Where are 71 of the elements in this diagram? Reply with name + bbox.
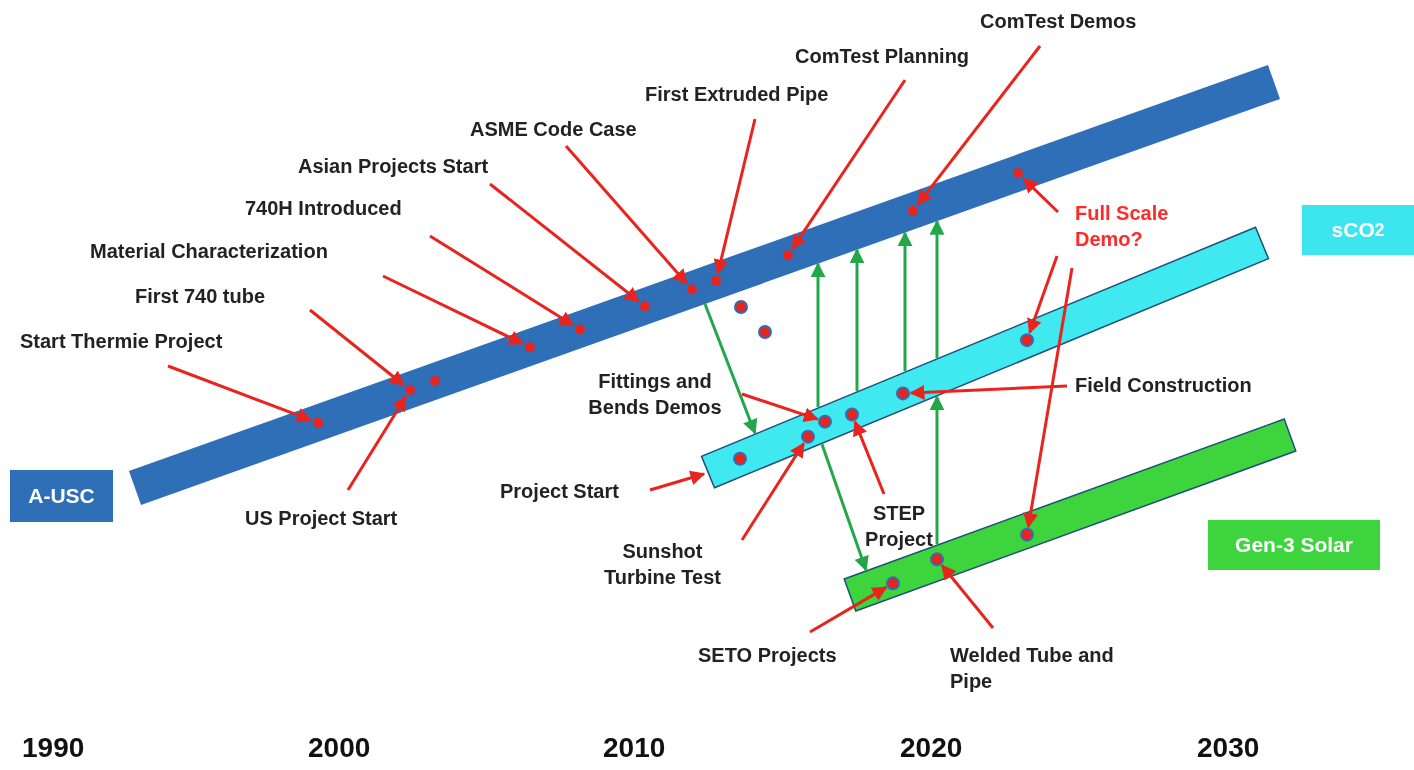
milestone-label: Sunshot Turbine Test	[590, 538, 735, 590]
milestone-dot	[733, 451, 747, 466]
arrow	[820, 443, 869, 572]
leader-line	[489, 182, 640, 303]
milestone-dot	[428, 374, 442, 389]
leader-line	[791, 79, 907, 250]
milestone-label: First Extruded Pipe	[645, 81, 829, 107]
milestone-label: ComTest Demos	[980, 8, 1137, 34]
year-label: 1990	[22, 732, 85, 764]
milestone-label: 740H Introduced	[245, 195, 402, 221]
milestone-dot	[896, 386, 910, 401]
milestone-dot	[801, 429, 815, 444]
milestone-dot	[1011, 166, 1025, 181]
leader-line	[809, 586, 888, 634]
year-label: 2020	[900, 732, 963, 764]
leader-line	[909, 384, 1068, 400]
year-label: 2030	[1197, 732, 1260, 764]
milestone-dot	[685, 282, 699, 297]
leader-line	[167, 364, 312, 423]
milestone-dot	[818, 414, 832, 429]
series-label: Gen-3 Solar	[1208, 520, 1380, 570]
leader-line	[346, 395, 408, 491]
leader-line	[713, 118, 757, 275]
leader-line	[1023, 267, 1074, 529]
leader-line	[916, 45, 1042, 206]
series-label: A-USC	[10, 470, 113, 522]
arrow	[810, 262, 826, 408]
milestone-label: ASME Code Case	[470, 116, 637, 142]
milestone-label: First 740 tube	[135, 283, 266, 309]
milestone-dot	[886, 576, 900, 591]
year-label: 2010	[603, 732, 666, 764]
milestone-label: STEP Project	[864, 500, 934, 552]
milestone-dot	[845, 407, 859, 422]
milestone-label: US Project Start	[245, 505, 398, 531]
arrow	[703, 303, 758, 435]
milestone-dot	[638, 299, 652, 314]
milestone-label: Fittings and Bends Demos	[580, 368, 730, 420]
timeline-band	[843, 418, 1297, 612]
milestone-dot	[1020, 333, 1034, 348]
leader-line	[1027, 255, 1059, 334]
leader-line	[853, 420, 886, 495]
leader-line	[429, 234, 575, 327]
milestone-dot	[734, 300, 748, 314]
milestone-label: Asian Projects Start	[298, 153, 489, 179]
milestone-dot	[523, 340, 537, 355]
arrow	[929, 395, 945, 545]
milestone-dot	[930, 552, 944, 567]
milestone-label: ComTest Planning	[795, 43, 970, 69]
leader-line	[940, 564, 995, 629]
leader-line	[1022, 177, 1060, 214]
milestone-dot	[573, 322, 587, 337]
leader-line	[649, 470, 706, 492]
leader-line	[740, 442, 805, 541]
arrow	[929, 219, 945, 358]
milestone-label: Project Start	[500, 478, 619, 504]
milestone-label: SETO Projects	[698, 642, 837, 668]
milestone-label: Material Characterization	[90, 238, 328, 264]
milestone-label: Full Scale Demo?	[1075, 200, 1200, 252]
leader-line	[309, 308, 405, 387]
milestone-dot	[781, 248, 795, 263]
milestone-dot	[758, 325, 772, 339]
arrow	[849, 248, 865, 391]
year-label: 2000	[308, 732, 371, 764]
leader-line	[382, 274, 525, 346]
milestone-label: Start Thermie Project	[20, 328, 223, 354]
milestone-label: Welded Tube and Pipe	[950, 642, 1120, 694]
milestone-dot	[1020, 527, 1034, 542]
leader-line	[741, 392, 819, 422]
leader-line	[564, 145, 688, 285]
milestone-label: Field Construction	[1075, 372, 1252, 398]
arrow	[897, 231, 913, 372]
